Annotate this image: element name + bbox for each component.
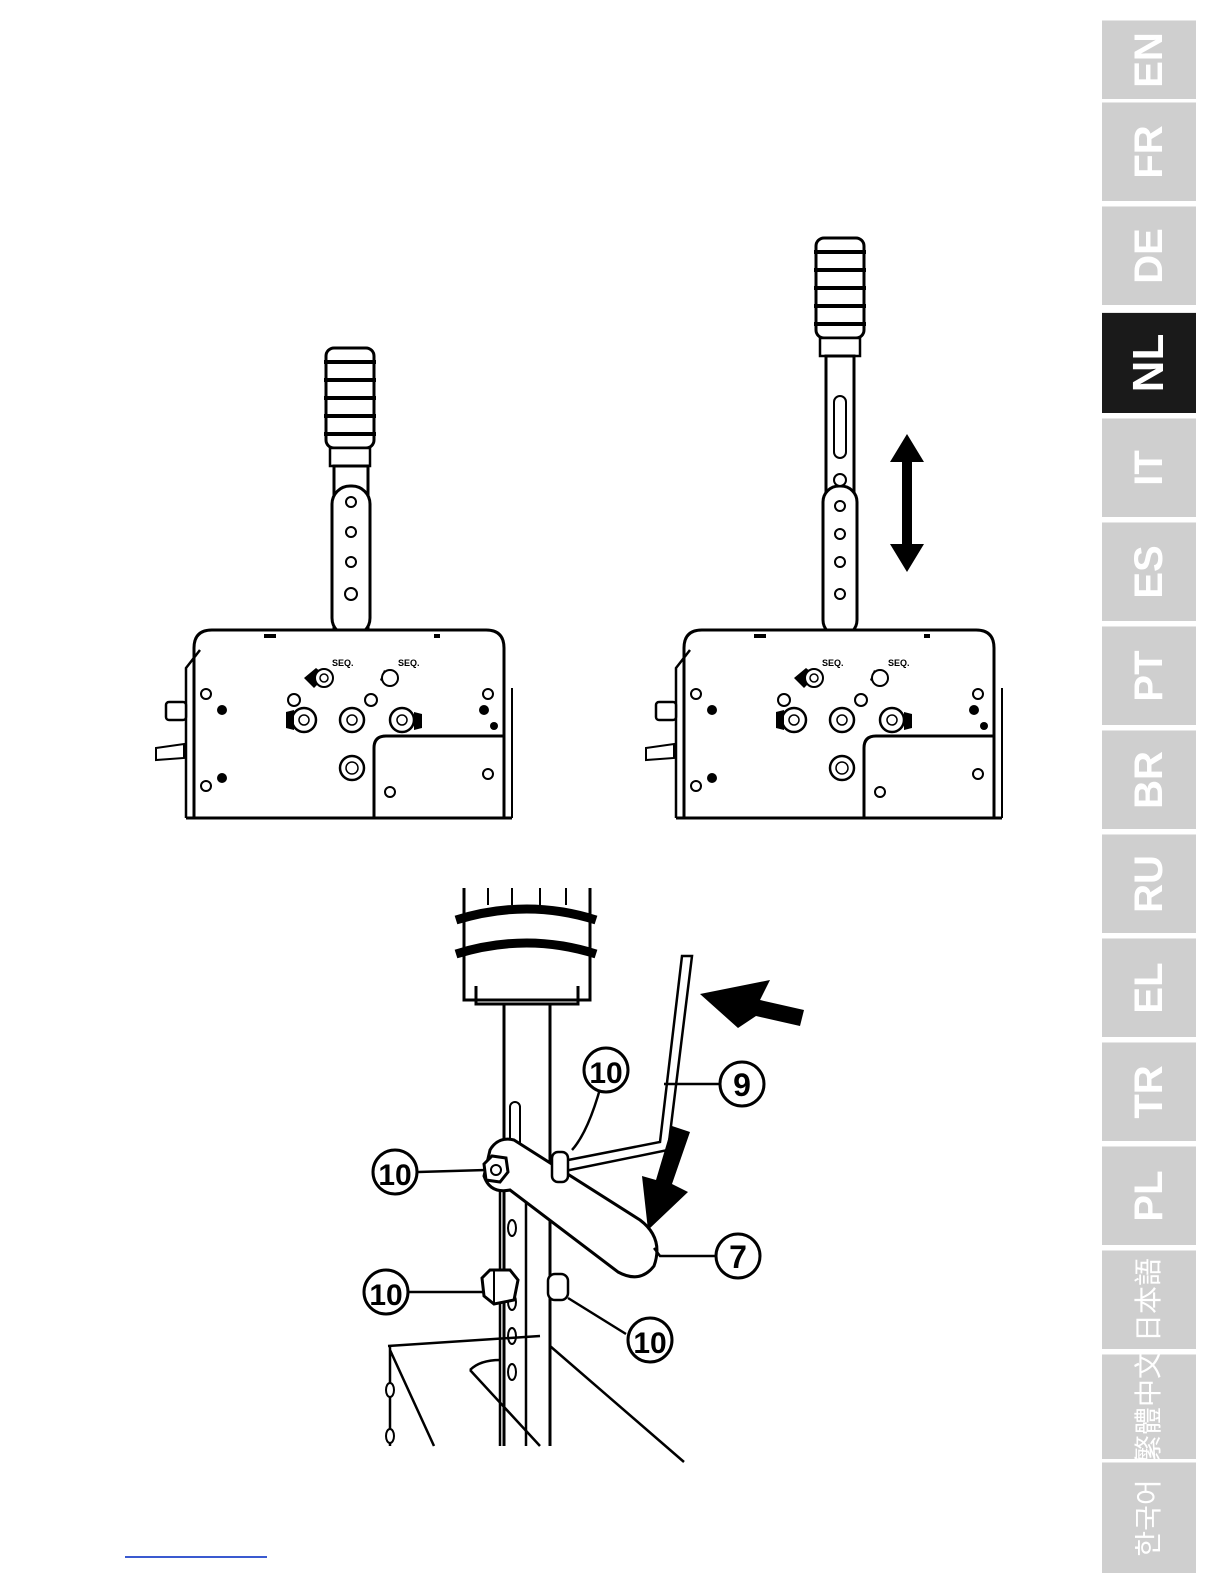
tab-language-fr[interactable]: FR <box>1102 102 1196 201</box>
seq-label-1a: SEQ. <box>332 658 354 668</box>
tab-label: EN <box>1129 32 1169 88</box>
tab-language-zh-hant[interactable]: 繁體中文 <box>1102 1354 1196 1459</box>
callout-nut-left-upper: 10 <box>373 1150 417 1194</box>
footer-link-underline <box>125 1556 267 1558</box>
tab-language-el[interactable]: EL <box>1102 938 1196 1037</box>
tab-label: PL <box>1129 1170 1169 1221</box>
tab-language-ru[interactable]: RU <box>1102 834 1196 933</box>
svg-text:9: 9 <box>733 1067 751 1103</box>
callout-nut-right-lower: 10 <box>628 1318 672 1362</box>
svg-text:10: 10 <box>369 1279 402 1312</box>
svg-text:10: 10 <box>589 1057 622 1090</box>
tab-label: IT <box>1129 450 1169 486</box>
tab-language-de[interactable]: DE <box>1102 206 1196 305</box>
double-arrow-icon <box>890 434 924 572</box>
wrench-detail-figure: 10 10 9 7 10 10 <box>364 888 804 1462</box>
tab-language-br[interactable]: BR <box>1102 730 1196 829</box>
tab-label: PT <box>1129 650 1169 701</box>
tab-label: 한국어 <box>1135 1479 1163 1556</box>
tab-label: EL <box>1129 962 1169 1013</box>
tab-language-pl[interactable]: PL <box>1102 1146 1196 1245</box>
seq-label-2a: SEQ. <box>822 658 844 668</box>
tab-label: FR <box>1129 125 1169 178</box>
callout-nut-left-lower: 10 <box>364 1270 408 1314</box>
tab-language-en[interactable]: EN <box>1102 20 1196 99</box>
tab-language-nl[interactable]: NL <box>1102 312 1196 413</box>
tab-language-es[interactable]: ES <box>1102 522 1196 621</box>
tab-label: ES <box>1129 545 1169 598</box>
tab-label: BR <box>1129 751 1169 809</box>
shifter-short-figure: SEQ. SEQ. <box>156 348 512 818</box>
tab-language-ko[interactable]: 한국어 <box>1102 1462 1196 1573</box>
arrow-push-icon <box>700 980 804 1028</box>
shifter-extended-figure: SEQ. SEQ. <box>646 238 1002 818</box>
svg-text:10: 10 <box>633 1327 666 1360</box>
tab-language-it[interactable]: IT <box>1102 418 1196 517</box>
callout-nut-top: 10 <box>584 1048 628 1092</box>
seq-label-1b: SEQ. <box>398 658 420 668</box>
tab-label: 日本語 <box>1135 1258 1163 1342</box>
tab-label: 繁體中文 <box>1135 1351 1163 1463</box>
callout-wrench: 7 <box>716 1234 760 1278</box>
tab-label: NL <box>1127 334 1171 393</box>
tab-label: TR <box>1129 1065 1169 1118</box>
tab-label: DE <box>1129 228 1169 284</box>
tab-language-ja[interactable]: 日本語 <box>1102 1250 1196 1349</box>
callout-hex-key: 9 <box>720 1062 764 1106</box>
tab-language-pt[interactable]: PT <box>1102 626 1196 725</box>
svg-text:7: 7 <box>729 1239 747 1275</box>
tab-language-tr[interactable]: TR <box>1102 1042 1196 1141</box>
tab-label: RU <box>1129 855 1169 913</box>
svg-text:10: 10 <box>378 1159 411 1192</box>
seq-label-2b: SEQ. <box>888 658 910 668</box>
